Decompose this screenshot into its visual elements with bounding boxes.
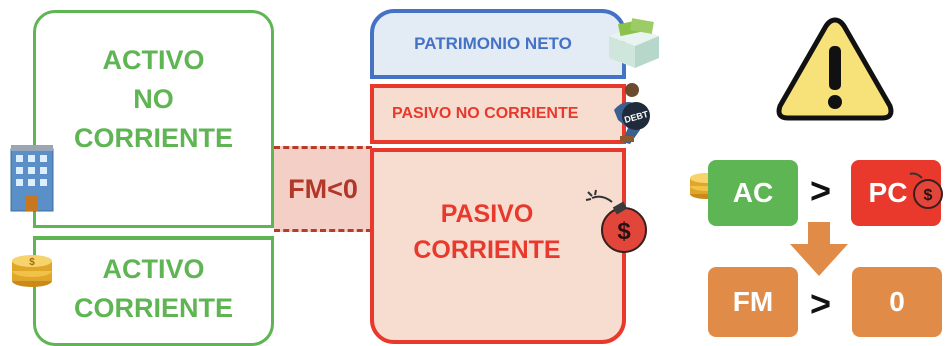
- fm-less-than-zero: <0: [327, 173, 358, 204]
- svg-text:$: $: [617, 218, 631, 245]
- activo-corriente-box: ACTIVO CORRIENTE: [33, 236, 274, 346]
- activo-no-corriente-box: ACTIVO NO CORRIENTE: [33, 10, 274, 228]
- money-box-icon: [609, 18, 659, 68]
- activo-nc-line-3: CORRIENTE: [73, 122, 233, 153]
- fondo-maniobra-band: FM<0: [274, 146, 372, 232]
- zero-tile: 0: [852, 267, 942, 337]
- pasivo-c-line-1: PASIVO: [440, 200, 534, 228]
- zero-label: 0: [889, 286, 905, 317]
- coins-icon: $: [12, 255, 52, 287]
- activo-nc-line-2: NO: [133, 83, 174, 114]
- fm-tile: FM: [708, 267, 798, 337]
- building-icon: [10, 145, 54, 212]
- debt-person-icon: DEBT: [614, 83, 650, 144]
- patrimonio-neto-label: PATRIMONIO NETO: [414, 34, 572, 53]
- pasivo-c-line-2: CORRIENTE: [413, 236, 561, 264]
- pc-label: PC: [868, 177, 908, 208]
- bomb-icon: $: [909, 172, 943, 209]
- pasivo-no-corriente-label: PASIVO NO CORRIENTE: [392, 105, 579, 122]
- ac-tile: AC: [708, 160, 798, 226]
- greater-than-sign: >: [810, 170, 832, 211]
- svg-text:$: $: [29, 257, 35, 268]
- activo-c-line-2: CORRIENTE: [73, 293, 233, 323]
- fm-label: FM: [288, 173, 328, 204]
- svg-text:$: $: [924, 187, 933, 204]
- pasivo-no-corriente-box: PASIVO NO CORRIENTE: [370, 84, 626, 144]
- patrimonio-neto-box: PATRIMONIO NETO: [370, 9, 626, 79]
- fm-tile-label: FM: [732, 286, 774, 317]
- activo-c-line-1: ACTIVO: [102, 254, 205, 284]
- down-arrow-icon: [790, 222, 848, 276]
- ac-label: AC: [732, 177, 774, 208]
- activo-nc-line-1: ACTIVO: [102, 44, 205, 75]
- greater-than-sign: >: [810, 283, 832, 324]
- bomb-icon: $: [585, 189, 647, 253]
- warning-icon: [776, 17, 894, 121]
